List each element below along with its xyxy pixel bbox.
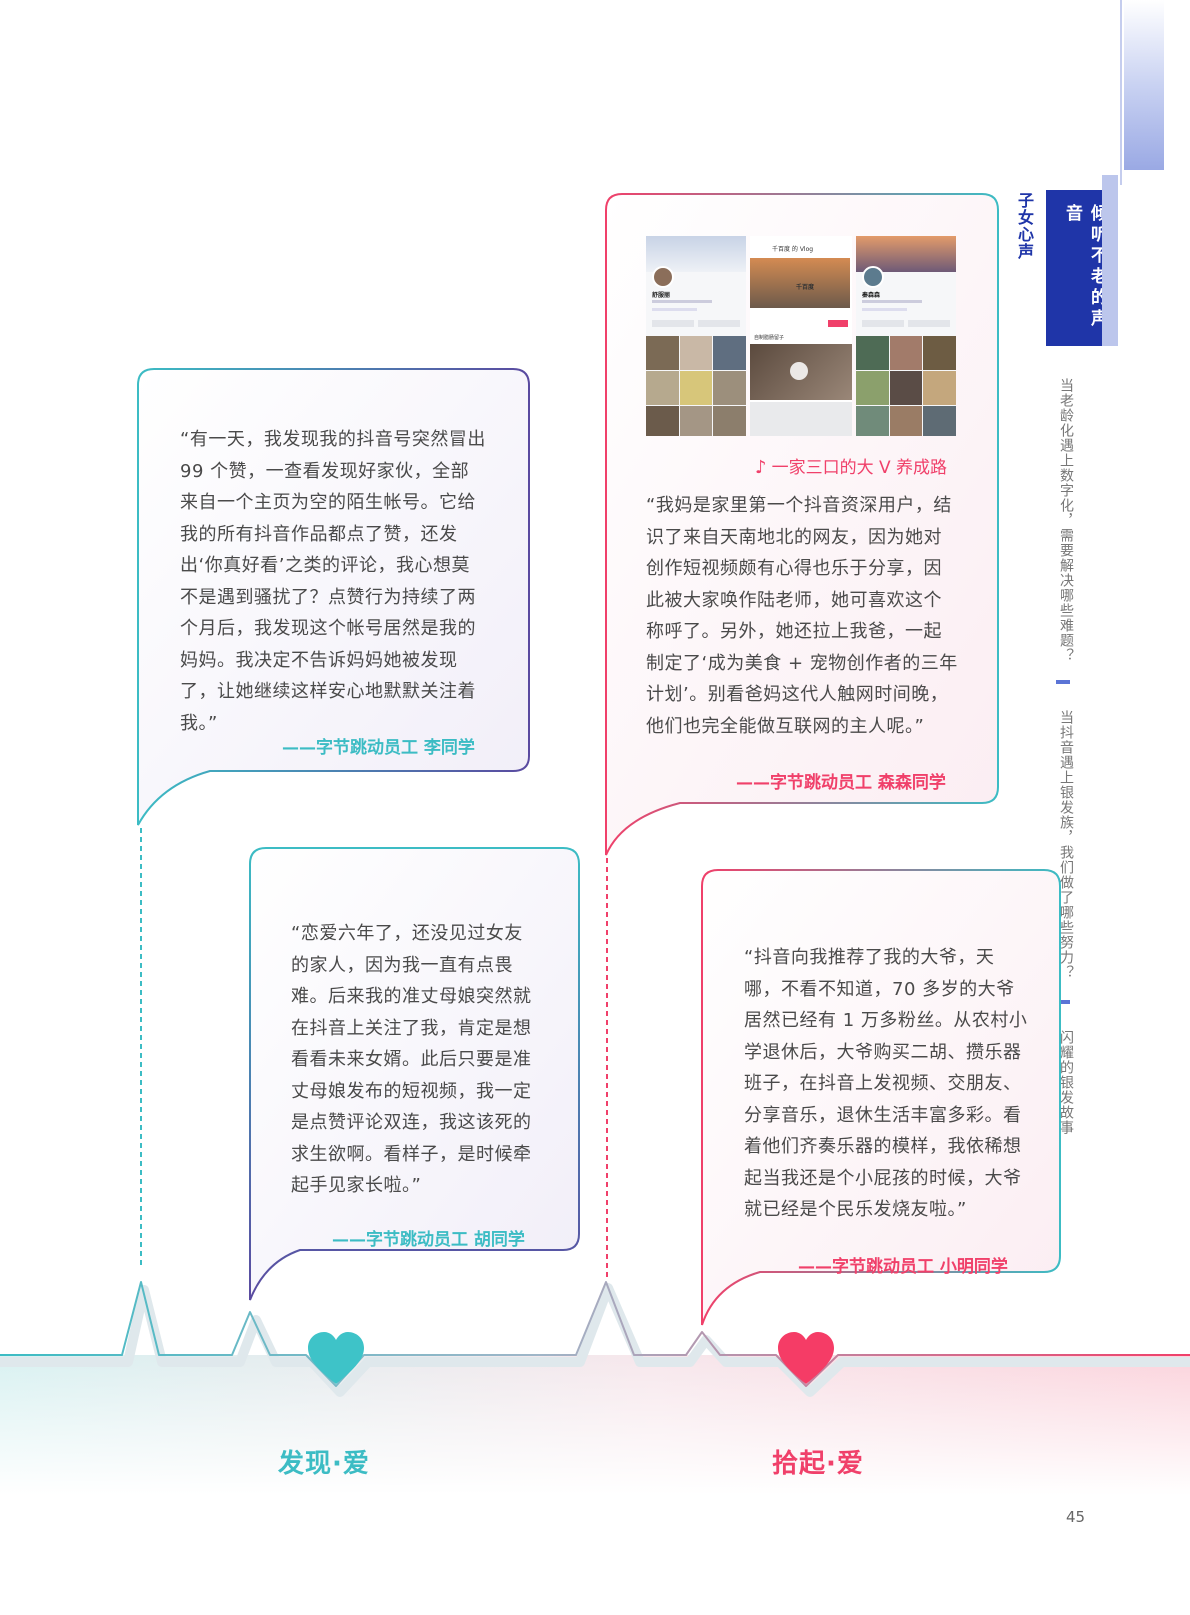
phone-screenshot: 舒服丽 [646, 236, 746, 436]
app-screenshots: 舒服丽 千百度 的 Vlog 千百度 自制腊肠留子 秦森森 [646, 236, 956, 436]
play-icon [790, 362, 808, 380]
profile-name: 秦森森 [862, 292, 881, 299]
avatar [862, 266, 884, 288]
chapter-link-2[interactable]: 当抖音遇上银发族，我们做了哪些努力？ [1058, 710, 1074, 980]
corner-line [1120, 0, 1122, 185]
chapter-separator [1056, 680, 1070, 684]
soundwave-icon [189, 890, 259, 940]
vlog-name: 千百度 [796, 284, 815, 291]
quote-text: “抖音向我推荐了我的大爷，天哪，不看不知道，70 多岁的大爷居然已经有 1 万多… [744, 947, 1028, 1220]
soundwave-icon [83, 410, 153, 460]
profile-name: 舒服丽 [652, 292, 671, 299]
page-number: 45 [1066, 1508, 1086, 1526]
chapter-separator [1056, 1000, 1070, 1004]
vlog-section: 自制腊肠留子 [754, 335, 785, 341]
phone-screenshot: 秦森森 [856, 236, 956, 436]
avatar [652, 266, 674, 288]
quote-text: “有一天，我发现我的抖音号突然冒出 99 个赞，一查看发现好家伙，全部来自一个主… [180, 429, 486, 734]
vlog-title: 千百度 的 Vlog [772, 246, 814, 253]
section-small-label: 子女心声 [1015, 192, 1034, 260]
chapter-link-1[interactable]: 当老龄化遇上数字化，需要解决哪些难题？ [1058, 378, 1074, 663]
quote-attribution: ——字节跳动员工 李同学 [282, 738, 475, 758]
soundwave-icon [549, 243, 619, 293]
section-title-shadow [1102, 175, 1118, 346]
quote-text: “恋爱六年了，还没见过女友的家人，因为我一直有点畏难。后来我的准丈母娘突然就在抖… [291, 923, 532, 1196]
quote-attribution: ——字节跳动员工 小明同学 [798, 1257, 1008, 1277]
quote-attribution: ——字节跳动员工 胡同学 [332, 1230, 525, 1250]
quote-text: “我妈是家里第一个抖音资深用户，结识了来自天南地北的网友，因为她对创作短视频颇有… [646, 495, 958, 737]
caption-text: 一家三口的大 V 养成路 [771, 458, 948, 478]
phone-screenshot: 千百度 的 Vlog 千百度 自制腊肠留子 [750, 236, 852, 436]
douyin-icon: ♪ [755, 457, 767, 478]
soundwave-icon [646, 938, 716, 988]
label-pickup-love: 拾起·爱 [772, 1449, 864, 1479]
chapter-link-3[interactable]: 闪耀的银发故事 [1058, 1030, 1074, 1135]
quote-attribution: ——字节跳动员工 森森同学 [736, 773, 946, 793]
douyin-caption: ♪ 一家三口的大 V 养成路 [755, 453, 947, 478]
corner-decoration [1124, 0, 1164, 170]
bottom-gradient-band [0, 1355, 1190, 1495]
label-discover-love: 发现·爱 [278, 1449, 370, 1479]
